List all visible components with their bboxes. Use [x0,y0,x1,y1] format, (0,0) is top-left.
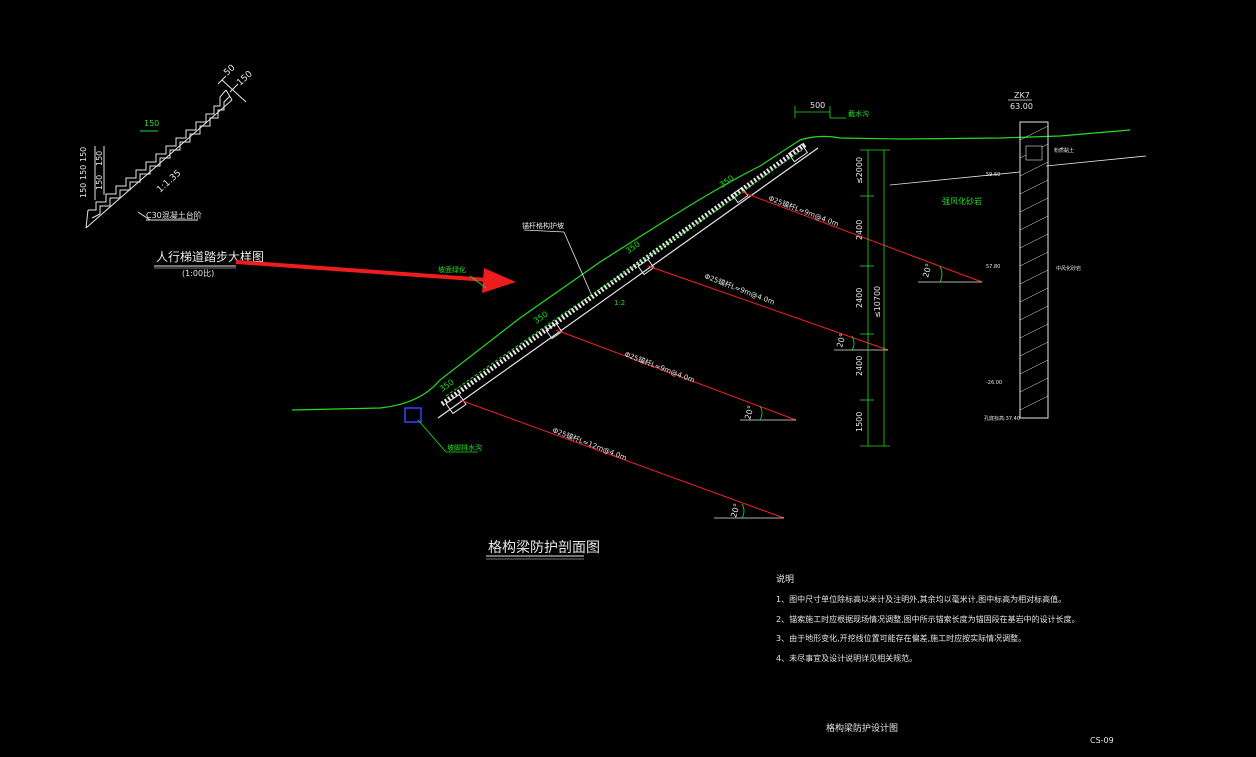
slope-dim-4: 350 [718,174,736,190]
note-1: 1、图中尺寸单位除标高以米计及注明外,其余均以毫米计,图中标高为相对标高值。 [776,594,1066,604]
anchor-1 [741,191,983,283]
toe-leader [417,419,447,453]
bh-note-1: 59.50 [986,172,1000,178]
terrain-right [1045,155,1147,167]
angle-arc-1 [939,265,943,283]
material-text: C30混凝土台阶 [146,210,202,220]
dim-left-4: 150 [95,175,104,190]
slope-section: 坡脚排水沟 20° 20° 20° 20° Φ25锚杆L=9m@4.0m Φ25… [291,91,1147,560]
terrain-line [291,129,1131,411]
green-top-leader [469,275,487,289]
frame-leader-2 [563,231,593,297]
anchor-3 [555,329,797,421]
borehole-id: ZK7 [1014,91,1030,100]
dim-left-2: 150 [79,165,88,180]
green-top-label: 坡面绿化 [438,265,466,274]
frame-leader [523,229,565,233]
red-arrow [235,260,516,293]
note-3: 3、由于地形变化,开挖线位置可能存在偏差,施工时应按实际情况调整。 [776,633,1026,643]
soil-label-right: 粉质黏土 [1054,147,1074,154]
notes-block: 说明 1、图中尺寸单位除标高以米计及注明外,其余均以毫米计,图中标高为相对标高值… [776,573,1080,663]
slope-surface [437,147,819,419]
dim-top-tick1 [217,75,227,85]
rock-label: 强风化砂岩 [942,196,982,206]
vdim-total-text: ≤10700 [873,286,882,318]
angle-1: 20° [921,262,933,278]
detail-scale: (1:00比) [182,268,214,278]
anchor-2 [647,265,889,351]
frame-node-2 [545,322,563,340]
angle-arc-2 [851,335,855,351]
frame-node-4 [731,186,749,204]
frame-beam [440,141,808,407]
stair-slope-text: 1:1.35 [155,169,183,196]
crest-label: 截水沟 [848,109,869,118]
borehole-column [1019,121,1049,419]
drawing-code: CS-09 [1090,736,1114,745]
angle-4: 20° [729,502,741,518]
angle-2: 20° [835,332,847,348]
stair-end-cap [85,209,89,229]
angle-arc-4 [741,503,745,519]
dim-top-line [221,79,247,103]
dim-step-150: 150 [144,119,159,128]
vdim-4: 2400 [855,356,864,376]
borehole-elev: 63.00 [1010,102,1033,111]
toe-label: 坡脚排水沟 [447,443,482,452]
note-2: 2、锚索施工时应根据现场情况调整,图中所示锚索长度为锚固段在基岩中的设计长度。 [776,614,1080,624]
stair-top-cap [225,89,233,101]
borehole-core [1025,145,1043,161]
dim-left-1: 150 [79,183,88,198]
frame-label: 锚杆格构护坡 [522,221,564,230]
rock-boundary [889,171,1021,186]
arrow-head [482,268,516,293]
vdim-3: 2400 [855,288,864,308]
frame-node-5 [787,143,809,163]
dim-left-5: 150 [95,151,104,166]
angle-arc-3 [759,405,763,421]
anchor-label-4: Φ25锚杆L=12m@4.0m [551,425,628,462]
section-title: 格构梁防护剖面图 [488,540,600,556]
toe-drain [404,407,422,423]
notes-heading: 说明 [776,573,794,585]
anchor-label-1: Φ25锚杆L=9m@4.0m [767,193,840,228]
drawing-name: 格构梁防护设计图 [826,722,898,734]
frame-green [445,149,803,397]
slope-dim-2: 350 [532,310,550,326]
bh-note-3: -26.00 [986,380,1002,386]
borehole-hatch [1019,125,1049,411]
slope-dim-3: 350 [624,240,642,256]
dim-500: 500 [810,101,825,110]
vdim-ticks [860,149,890,447]
angle-3: 20° [743,404,755,420]
anchor-label-3: Φ25锚杆L=9m@4.0m [623,349,696,384]
bh-note-4: 孔底标高:37.40 [984,415,1020,422]
bh-note-2: 57.80 [986,264,1000,270]
stair-base-line [85,99,233,229]
note-4: 4、未尽事宜及设计说明详见相关规范。 [776,653,917,663]
material-leader [137,211,151,221]
dim-top-50: 50 [222,63,237,78]
slope-ratio: 1:2 [614,299,625,307]
frame-node-3 [637,258,655,276]
anchor-4 [459,399,785,519]
dim-top-tick2 [229,83,239,93]
stair-top-line [88,89,227,211]
vdim-5: 1500 [855,412,864,432]
dim-top-150: 150 [235,69,255,88]
rock-label-right: 中风化砂岩 [1056,265,1081,272]
frame-node-1 [445,393,467,415]
stair-detail: 50 150 150 150 150 150 150 150 1:1.35 C3… [79,63,264,278]
vdim-2: 2400 [855,220,864,240]
vdim-1: ≤2000 [855,157,864,184]
arrow-shaft [235,260,489,282]
dim-left-3: 150 [79,147,88,162]
